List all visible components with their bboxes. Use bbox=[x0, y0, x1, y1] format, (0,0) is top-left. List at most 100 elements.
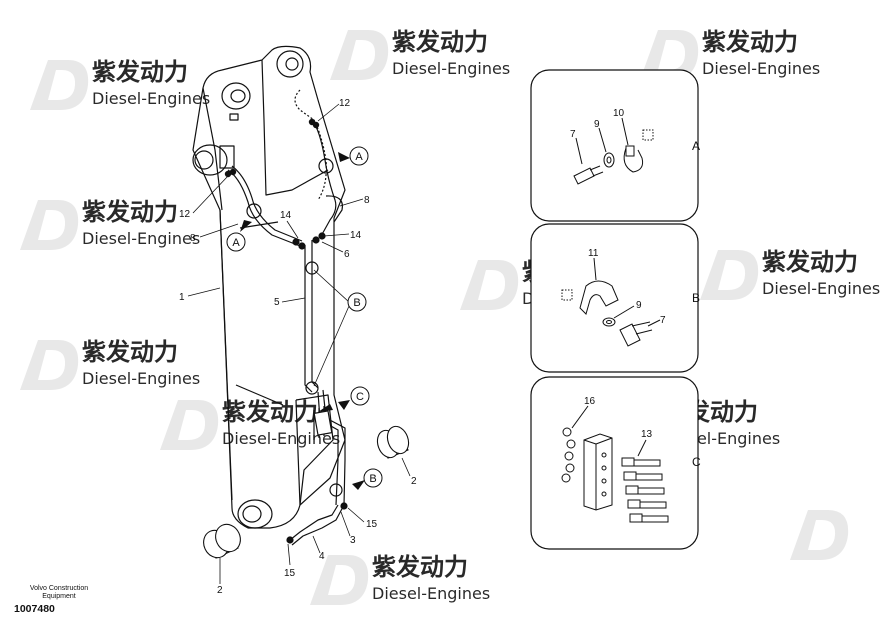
watermark-brand-cn: 紫发动力 bbox=[392, 28, 488, 56]
detail-b-label: B bbox=[692, 291, 700, 305]
callout-14-left: 14 bbox=[280, 210, 292, 221]
watermark-layer: 紫发动力 Diesel-Engines 紫发动力 Diesel-Engines … bbox=[20, 28, 880, 605]
watermark-brand-en: Diesel-Engines bbox=[702, 59, 820, 78]
watermark-brand-en: Diesel-Engines bbox=[82, 369, 200, 388]
callout-15-left: 15 bbox=[284, 568, 296, 579]
fitting-left bbox=[224, 168, 237, 178]
hose-left-upper bbox=[227, 169, 301, 247]
bushing-right bbox=[376, 425, 410, 459]
watermark-brand-cn: 紫发动力 bbox=[82, 338, 178, 366]
boom-web-line bbox=[261, 59, 329, 196]
footer-maker-line1: Volvo Construction bbox=[29, 585, 89, 592]
clamp-block-c bbox=[313, 410, 333, 436]
watermark-mark: 紫发动力 Diesel-Engines bbox=[700, 248, 880, 300]
detail-panel-b: B 11 9 7 bbox=[530, 223, 700, 373]
callout-2-left: 2 bbox=[217, 585, 223, 596]
watermark-brand-cn: 紫发动力 bbox=[92, 58, 188, 86]
watermark-brand-en: Diesel-Engines bbox=[392, 59, 510, 78]
watermark-brand-en: Diesel-Engines bbox=[82, 229, 200, 248]
watermark-brand-cn: 紫发动力 bbox=[222, 398, 318, 426]
watermark-brand-en: Diesel-Engines bbox=[372, 584, 490, 603]
hose-left-upper-b bbox=[231, 165, 303, 242]
watermark-mark: 紫发动力 Diesel-Engines bbox=[30, 58, 210, 110]
boom-side-line bbox=[235, 384, 284, 406]
reference-markers: A A B C B bbox=[226, 146, 383, 488]
detail-c-label: C bbox=[692, 455, 701, 469]
pipe-main-a bbox=[304, 245, 313, 393]
plug-left bbox=[286, 536, 294, 544]
clamp-b-upper bbox=[305, 261, 319, 275]
watermark-mark: 紫发动力 Diesel-Engines bbox=[640, 28, 820, 80]
hose-right-b bbox=[325, 195, 344, 223]
bottom-pin-hole bbox=[242, 505, 262, 523]
boom-inner-edge bbox=[202, 87, 223, 211]
callout-12-left: 12 bbox=[179, 209, 191, 220]
detail-b-part-11: 11 bbox=[588, 248, 599, 259]
clamp-a-left bbox=[246, 203, 262, 219]
watermark-brand-en: Diesel-Engines bbox=[222, 429, 340, 448]
detail-a-label: A bbox=[692, 139, 700, 153]
boom-outline bbox=[192, 45, 346, 529]
callout-2-right: 2 bbox=[411, 476, 417, 487]
clamp-b-middle bbox=[305, 381, 319, 395]
bottom-pin-boss bbox=[237, 499, 273, 529]
footer-maker-line2: Equipment bbox=[42, 593, 76, 600]
detail-b-part-9: 9 bbox=[636, 300, 642, 311]
foot-pin-hole bbox=[194, 150, 214, 170]
watermark-mark: 紫发动力 Diesel-Engines bbox=[20, 198, 200, 250]
hose-right-upper bbox=[311, 119, 337, 239]
callout-1: 1 bbox=[179, 292, 185, 303]
callout-8-left: 8 bbox=[190, 233, 196, 244]
watermark-brand-cn: 紫发动力 bbox=[82, 198, 178, 226]
boom-side-plate bbox=[295, 394, 334, 506]
detail-c-part-16: 16 bbox=[584, 396, 596, 407]
watermark-mark: 紫发动力 Diesel-Engines bbox=[160, 398, 340, 450]
ref-b-upper: B bbox=[353, 297, 360, 309]
boom-web-line-2 bbox=[239, 221, 279, 229]
watermark-brand-cn: 紫发动力 bbox=[702, 28, 798, 56]
detail-a-part-9: 9 bbox=[594, 119, 600, 130]
hose-right-upper-dash bbox=[294, 89, 327, 201]
callout-labels: 1 2 2 3 4 5 6 8 8 12 12 14 14 15 15 bbox=[179, 98, 417, 596]
mid-pin-lock bbox=[229, 113, 239, 121]
foot-pin-sleeve bbox=[219, 145, 235, 169]
detail-panel-a: A 7 9 10 bbox=[530, 69, 700, 222]
ref-c: C bbox=[356, 391, 364, 403]
leader-lines bbox=[187, 103, 411, 584]
plug-right bbox=[340, 502, 348, 510]
callout-12-top: 12 bbox=[339, 98, 351, 109]
watermark-mark: 紫发动力 Diesel-Engines bbox=[310, 553, 490, 605]
top-pin-hole bbox=[285, 57, 299, 71]
detail-panel-c: C 16 13 bbox=[530, 376, 701, 550]
callout-8-right: 8 bbox=[364, 195, 370, 206]
watermark-brand-cn: 紫发动力 bbox=[372, 553, 468, 581]
boom-assembly bbox=[192, 45, 348, 546]
detail-c-part-13: 13 bbox=[641, 429, 653, 440]
top-pin-boss bbox=[276, 50, 304, 78]
callout-14-right: 14 bbox=[350, 230, 362, 241]
footer-doc-number: 1007480 bbox=[14, 603, 55, 615]
watermark-mark bbox=[790, 510, 849, 560]
boom-lower-edge bbox=[219, 209, 233, 501]
detail-a-part-10: 10 bbox=[613, 108, 625, 119]
callout-3: 3 bbox=[350, 535, 356, 546]
watermark-brand-cn: 紫发动力 bbox=[762, 248, 858, 276]
watermark-mark: 紫发动力 Diesel-Engines bbox=[20, 338, 200, 390]
elbow-fittings-right bbox=[312, 232, 326, 244]
fitting-top bbox=[308, 118, 320, 129]
clamp-b-lower bbox=[329, 483, 343, 497]
ref-a-left: A bbox=[232, 237, 240, 249]
arrow-markers bbox=[240, 152, 365, 490]
callout-6: 6 bbox=[344, 249, 350, 260]
bushing-left bbox=[203, 523, 241, 559]
footer: Volvo Construction Equipment 1007480 bbox=[14, 585, 104, 615]
callout-4: 4 bbox=[319, 551, 325, 562]
watermark-brand-en: Diesel-Engines bbox=[92, 89, 210, 108]
hose-lower bbox=[289, 504, 339, 541]
mid-pin-boss bbox=[221, 82, 251, 110]
hose-lower-b bbox=[291, 504, 345, 546]
watermark-brand-en: Diesel-Engines bbox=[762, 279, 880, 298]
ref-a-top: A bbox=[355, 151, 363, 163]
foot-pin-boss bbox=[192, 144, 228, 176]
